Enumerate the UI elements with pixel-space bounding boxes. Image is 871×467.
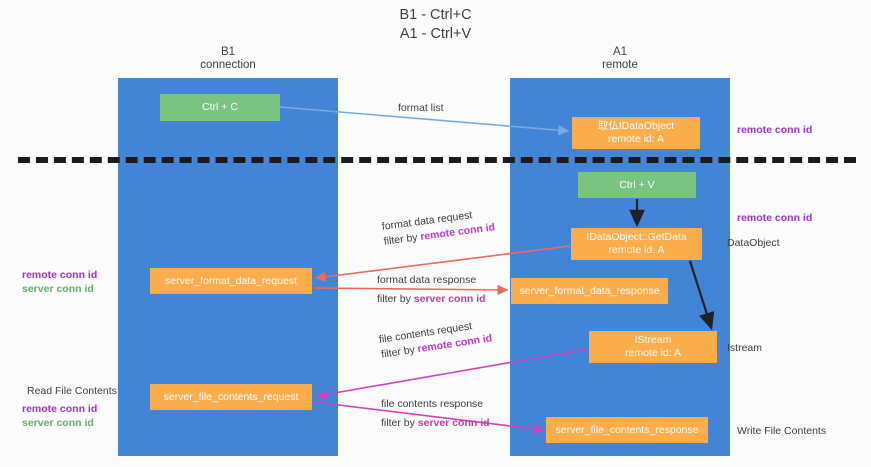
filter-by-prefix: filter by (380, 343, 419, 361)
annotation-write-file-contents: Write File Contents (737, 425, 827, 437)
filter-key-server-conn-id: server conn id (413, 293, 486, 305)
node-server-format-data-response[interactable]: server_format_data_response (511, 278, 668, 304)
lane-header-b1-name: B1 (220, 46, 236, 58)
node-server-file-contents-response-label: server_file_contents_response (555, 423, 699, 436)
node-server-file-contents-request[interactable]: server_file_contents_request (150, 384, 312, 410)
node-ctrl-v-label: Ctrl + V (619, 178, 655, 191)
edge-label-format-data-response-line2: filter by server conn id (377, 292, 486, 307)
lane-header-a1-name: A1 (612, 46, 628, 58)
lane-header-a1: A1 remote (510, 46, 730, 72)
edge-label-file-contents-response-line2: filter by server conn id (381, 416, 490, 431)
filter-key-server-conn-id: server conn id (417, 417, 490, 429)
page-title: B1 - Ctrl+C A1 - Ctrl+V (0, 6, 871, 44)
title-line-1: B1 - Ctrl+C (399, 7, 472, 23)
node-idataobject[interactable]: 取仏IDataObject remote id: A (572, 117, 700, 149)
annotation-left-server-conn-id-mid: server conn id (22, 283, 94, 295)
annotation-dataobject: DataObject (727, 237, 780, 249)
node-idataobject-line1: 取仏IDataObject (598, 120, 674, 133)
node-idataobject-name: IDataObject (618, 120, 675, 132)
edge-label-file-contents-response-line1: file contents response (381, 398, 484, 410)
annotation-left-remote-conn-id-mid: remote conn id (22, 269, 98, 281)
annotation-left-remote-conn-id-bottom: remote conn id (22, 403, 98, 415)
node-server-file-contents-request-label: server_file_contents_request (163, 390, 299, 403)
edge-label-file-contents-request: file contents request filter by remote c… (378, 316, 493, 362)
lane-header-b1: B1 connection (118, 46, 338, 72)
node-getdata-line1: IDataObject::GetData (586, 231, 687, 243)
filter-by-prefix: filter by (381, 417, 418, 429)
node-istream-line1: IStream (634, 334, 672, 346)
annotation-remote-conn-id-top: remote conn id (737, 124, 813, 136)
node-istream[interactable]: IStream remote id: A (589, 331, 717, 363)
filter-by-prefix: filter by (383, 231, 422, 248)
node-idataobject-prefix-glyphs: 取仏 (597, 120, 619, 132)
node-istream-line2: remote id: A (624, 347, 682, 359)
node-ctrl-v[interactable]: Ctrl + V (578, 172, 696, 198)
edge-label-file-contents-response: file contents response filter by server … (381, 397, 490, 431)
edge-label-format-data-response: format data response filter by server co… (377, 273, 486, 307)
annotation-left-server-conn-id-bottom: server conn id (22, 417, 94, 429)
lane-header-b1-role: connection (200, 59, 256, 71)
node-ctrl-c[interactable]: Ctrl + C (160, 94, 280, 121)
node-server-format-data-request[interactable]: server_format_data_request (150, 268, 312, 294)
edge-label-format-list: format list (398, 101, 444, 116)
node-ctrl-c-label: Ctrl + C (202, 101, 238, 113)
edge-label-format-data-request: format data request filter by remote con… (381, 205, 496, 249)
edge-label-format-list-line1: format list (398, 102, 444, 114)
annotation-remote-conn-id-mid: remote conn id (737, 212, 813, 224)
annotation-istream: Istream (727, 342, 763, 354)
node-getdata[interactable]: IDataObject::GetData remote id: A (571, 228, 702, 260)
node-server-file-contents-response[interactable]: server_file_contents_response (546, 417, 708, 443)
node-server-format-data-request-label: server_format_data_request (165, 274, 297, 287)
annotation-read-file-contents: Read File Contents (27, 385, 117, 397)
filter-by-prefix: filter by (377, 293, 414, 305)
title-line-2: A1 - Ctrl+V (399, 26, 472, 42)
node-getdata-line2: remote id: A (608, 244, 665, 256)
node-idataobject-line2: remote id: A (607, 133, 665, 145)
edge-label-format-data-response-line1: format data response (377, 274, 477, 286)
phase-divider (18, 157, 856, 163)
node-server-format-data-response-label: server_format_data_response (519, 284, 660, 297)
lane-header-a1-role: remote (602, 59, 638, 71)
